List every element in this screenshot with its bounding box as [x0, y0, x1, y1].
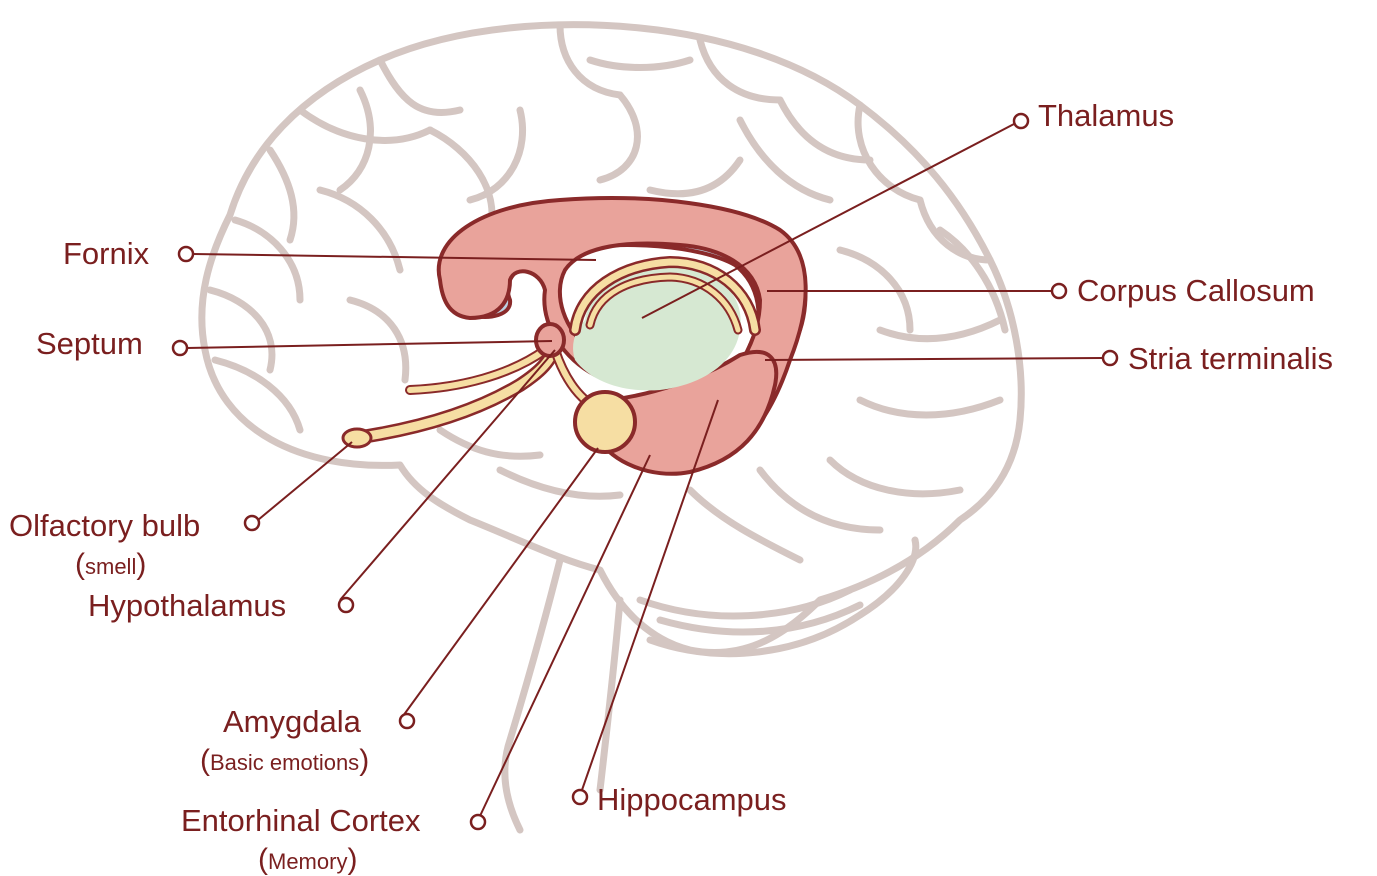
label-olfactory-bulb-note: (smell): [75, 550, 146, 580]
label-entorhinal-cortex: Entorhinal Cortex: [181, 805, 421, 836]
anchor-fornix: [179, 247, 193, 261]
anchor-stria-terminalis: [1103, 351, 1117, 365]
label-entorhinal-cortex-note: (Memory): [258, 845, 357, 875]
leader-entorhinal: [480, 455, 650, 816]
label-stria-terminalis: Stria terminalis: [1128, 343, 1333, 374]
label-corpus-callosum: Corpus Callosum: [1077, 275, 1315, 306]
anchor-corpus-callosum: [1052, 284, 1066, 298]
anchor-septum: [173, 341, 187, 355]
amygdala-shape: [575, 392, 635, 452]
olfactory-bulb-note-text: smell: [85, 554, 136, 579]
label-hippocampus: Hippocampus: [597, 784, 787, 815]
limbic-structures: [343, 198, 806, 474]
label-fornix: Fornix: [63, 238, 149, 269]
entorhinal-note-text: Memory: [268, 849, 347, 874]
anchor-entorhinal: [471, 815, 485, 829]
label-thalamus: Thalamus: [1038, 100, 1174, 131]
anchor-hippocampus: [573, 790, 587, 804]
anchor-thalamus: [1014, 114, 1028, 128]
leader-septum: [187, 341, 552, 348]
anchor-amygdala: [400, 714, 414, 728]
septum-shape: [536, 324, 564, 356]
label-amygdala-note: (Basic emotions): [200, 746, 369, 776]
leader-amygdala: [403, 448, 598, 716]
label-olfactory-bulb: Olfactory bulb: [9, 510, 200, 541]
label-septum: Septum: [36, 328, 143, 359]
leader-stria-terminalis: [765, 358, 1102, 360]
olfactory-bulb-shape: [343, 429, 371, 447]
label-hypothalamus: Hypothalamus: [88, 590, 286, 621]
anchor-hypothalamus: [339, 598, 353, 612]
anchor-olfactory-bulb: [245, 516, 259, 530]
label-amygdala: Amygdala: [223, 706, 361, 737]
amygdala-note-text: Basic emotions: [210, 750, 359, 775]
